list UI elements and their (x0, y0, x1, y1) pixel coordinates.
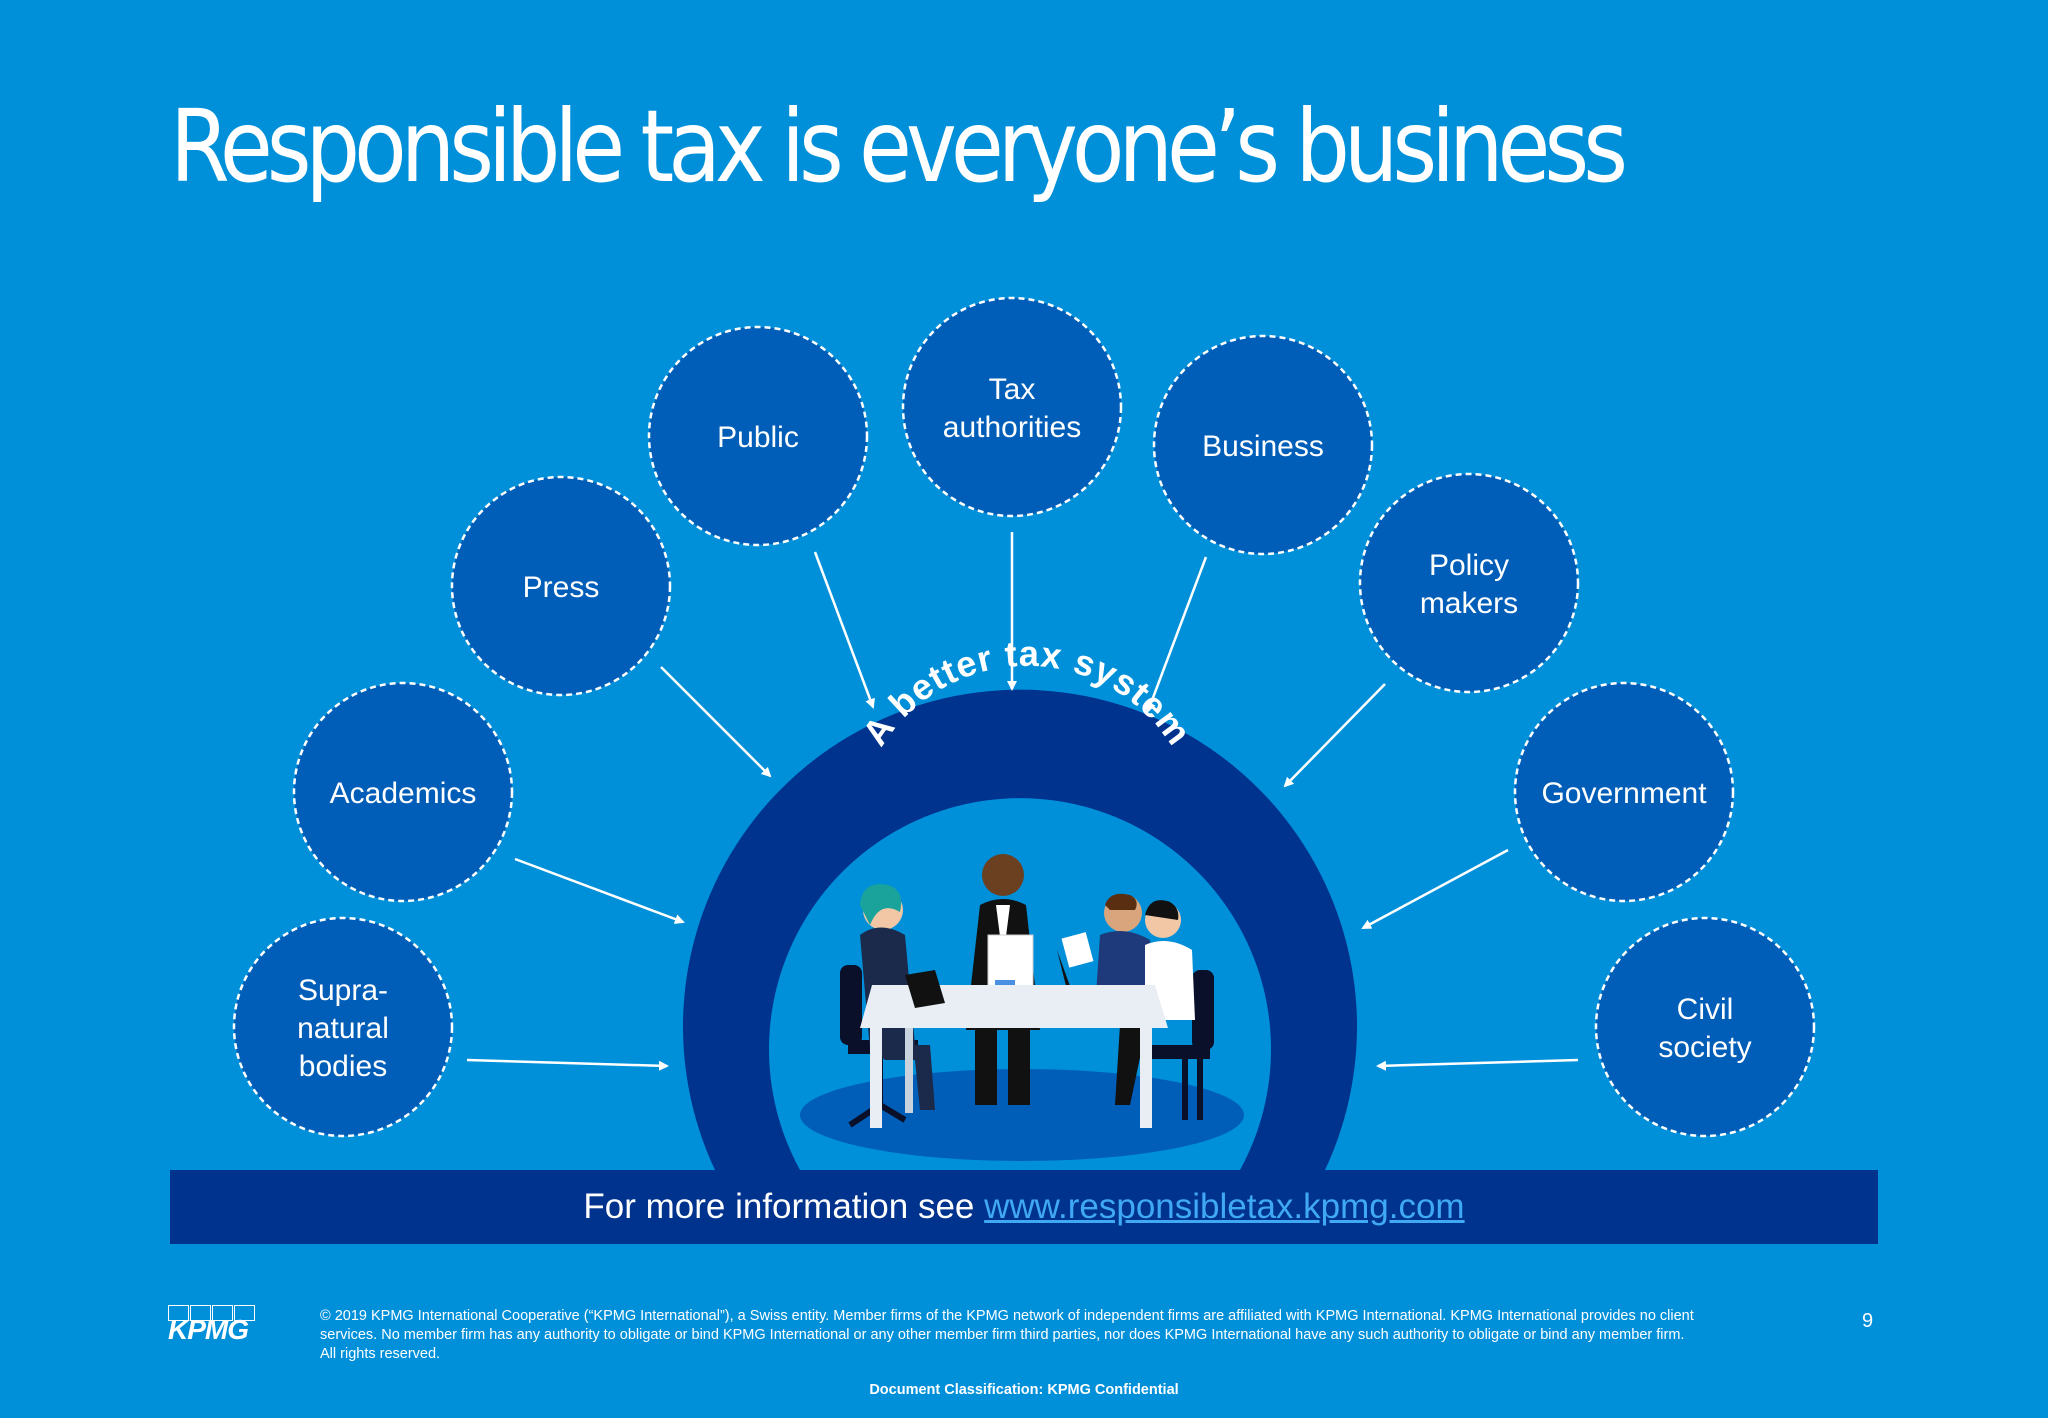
arrow-supranational (466, 1058, 669, 1071)
stakeholder-label: Academics (330, 777, 477, 810)
stakeholder-circle-shape (1358, 472, 1580, 694)
stakeholder-label: Government (1541, 777, 1707, 810)
arrow-government (1361, 848, 1509, 930)
stakeholder-circle-shape (901, 296, 1123, 518)
kpmg-logo-boxes (168, 1305, 260, 1321)
stakeholder-circle-shape (232, 916, 454, 1138)
arrows (466, 532, 1579, 1071)
banner-link[interactable]: www.responsibletax.kpmg.com (984, 1187, 1465, 1226)
stakeholder-circle: Government (1513, 681, 1735, 903)
arrow-press (660, 666, 772, 778)
info-banner: For more information see www.responsible… (170, 1170, 1878, 1244)
stakeholder-circle: Academics (292, 681, 514, 903)
document-classification: Document Classification: KPMG Confidenti… (869, 1382, 1179, 1398)
arrow-policy-makers (1283, 683, 1386, 788)
arrow-academics (514, 857, 685, 924)
stakeholder-circle-shape (647, 325, 869, 547)
banner-text: For more information see (583, 1187, 985, 1226)
stakeholder-circle: Business (1152, 334, 1374, 556)
stakeholder-circle-shape (1513, 681, 1735, 903)
arrow-business (1146, 556, 1208, 713)
stakeholder-circle-shape (1152, 334, 1374, 556)
page-number: 9 (1862, 1310, 1874, 1332)
stakeholder-circle: Press (450, 475, 672, 697)
kpmg-logo: KPMG (168, 1305, 260, 1345)
stakeholder-circle-shape (450, 475, 672, 697)
stakeholder-circle-shape (292, 681, 514, 903)
stakeholder-label: Public (717, 421, 799, 454)
stakeholder-label: Press (523, 571, 600, 604)
arrow-public (813, 551, 875, 709)
legal-disclaimer: © 2019 KPMG International Cooperative (“… (320, 1308, 1694, 1362)
arrow-civil-society (1376, 1058, 1579, 1071)
kpmg-logo-text: KPMG (168, 1314, 249, 1345)
slide-title: Responsible tax is everyone’s business (170, 88, 1628, 205)
stakeholder-circle: Public (647, 325, 869, 547)
stakeholder-label: Business (1202, 430, 1324, 463)
meeting-illustration (800, 854, 1244, 1161)
stakeholder-circle-shape (1594, 916, 1816, 1138)
